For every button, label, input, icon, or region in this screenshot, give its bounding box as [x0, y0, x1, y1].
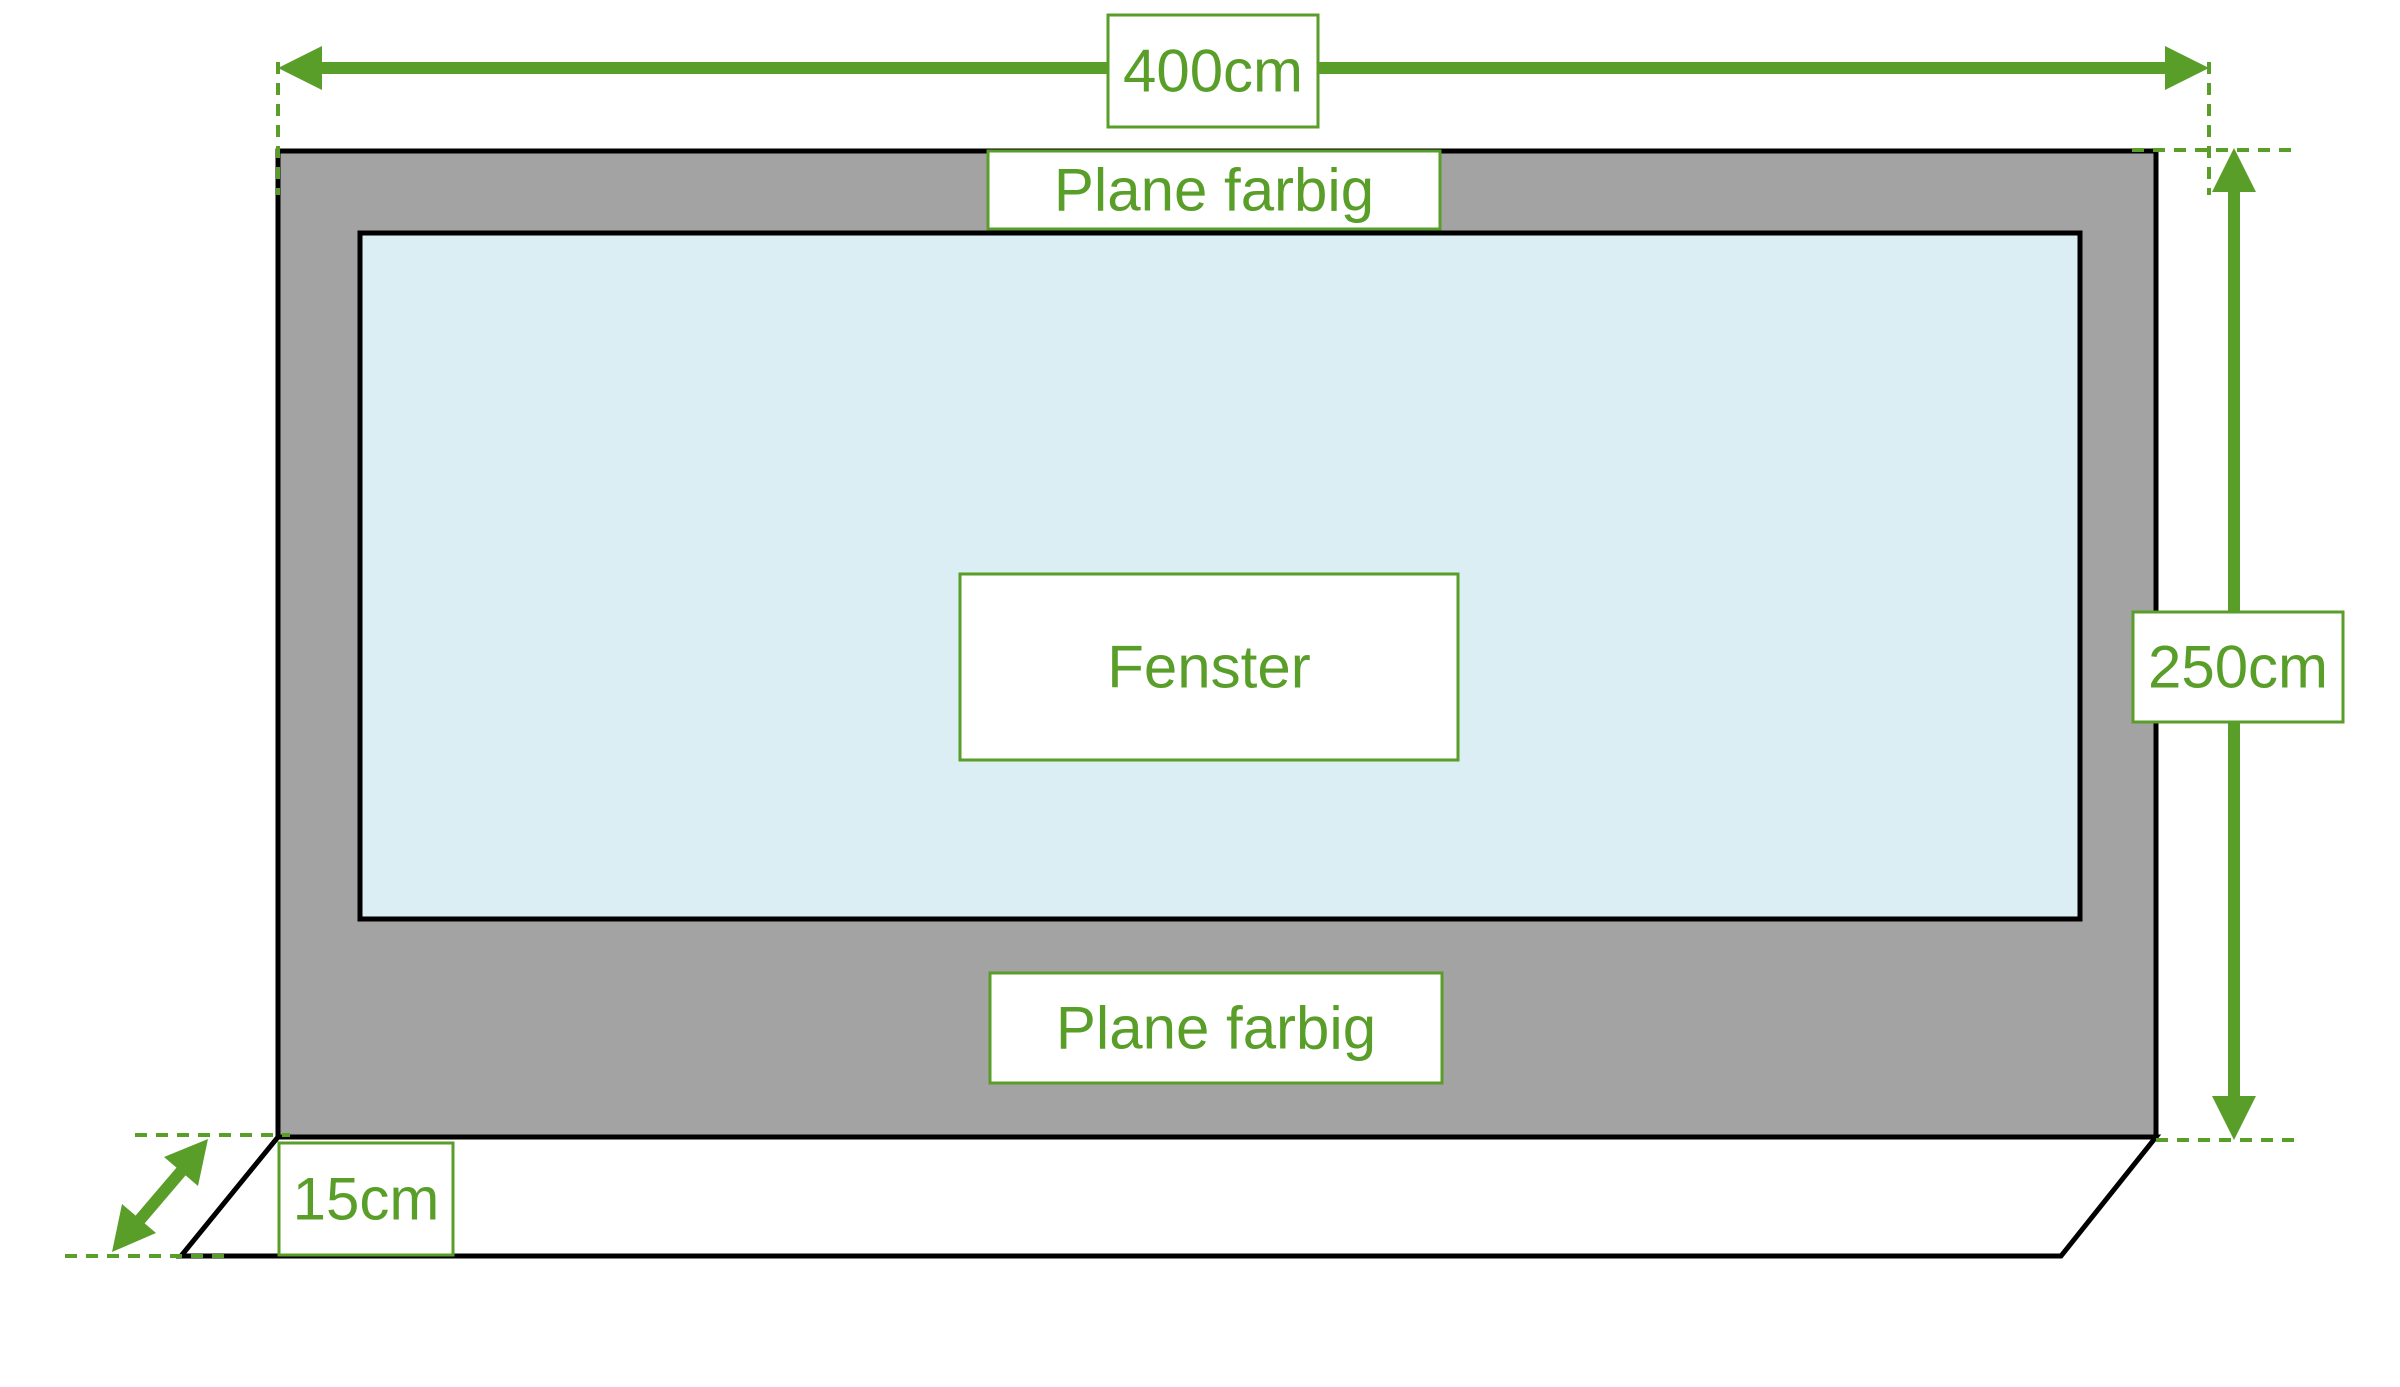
depth-arrow-top-head [164, 1139, 208, 1186]
height-arrow-bottom-head [2212, 1096, 2256, 1140]
width-label-text: 400cm [1123, 38, 1303, 105]
depth-label: 15cm [277, 1141, 455, 1257]
top-panel-label: Plane farbig [986, 149, 1442, 231]
width-arrow-right-head [2165, 46, 2209, 90]
width-label: 400cm [1106, 13, 1320, 129]
depth-arrow-bottom-head [112, 1204, 156, 1252]
dimension-extension-lines [65, 62, 2296, 1258]
window-label: Fenster [958, 572, 1460, 762]
bottom-panel-label: Plane farbig [988, 971, 1444, 1085]
depth-label-text: 15cm [293, 1166, 440, 1233]
bottom-panel-label-text: Plane farbig [1056, 995, 1376, 1062]
height-arrow-top-head [2212, 148, 2256, 192]
depth-arrow [112, 1139, 208, 1252]
height-label-text: 250cm [2148, 634, 2328, 701]
width-arrow-left-head [278, 46, 322, 90]
base-platform [175, 1134, 2162, 1259]
window-label-text: Fenster [1107, 634, 1310, 701]
height-label: 250cm [2131, 610, 2345, 724]
top-panel-label-text: Plane farbig [1054, 157, 1374, 224]
